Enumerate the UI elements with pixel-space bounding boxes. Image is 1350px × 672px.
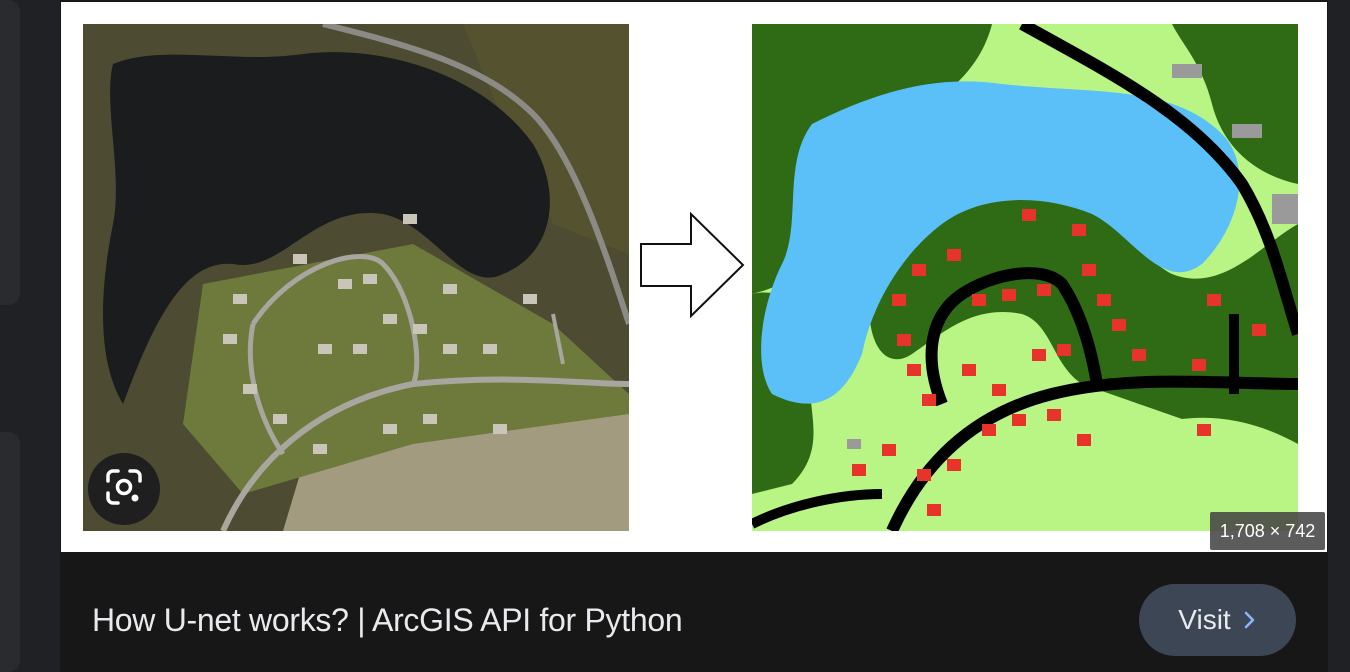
google-lens-button[interactable] [88,453,160,525]
right-arrow-icon [639,211,745,323]
previous-card-edge-lower[interactable] [0,432,20,672]
satellite-image [83,24,629,531]
segmentation-image [752,24,1298,531]
google-lens-icon [104,467,144,512]
visit-label: Visit [1178,604,1231,635]
visit-button[interactable]: Visit [1139,584,1296,656]
preview-image[interactable] [61,2,1327,552]
previous-card-edge[interactable] [0,0,20,305]
chevron-right-icon [1243,610,1257,630]
image-dimensions-badge: 1,708 × 742 [1210,512,1325,550]
result-title[interactable]: How U-net works? | ArcGIS API for Python [92,602,683,638]
